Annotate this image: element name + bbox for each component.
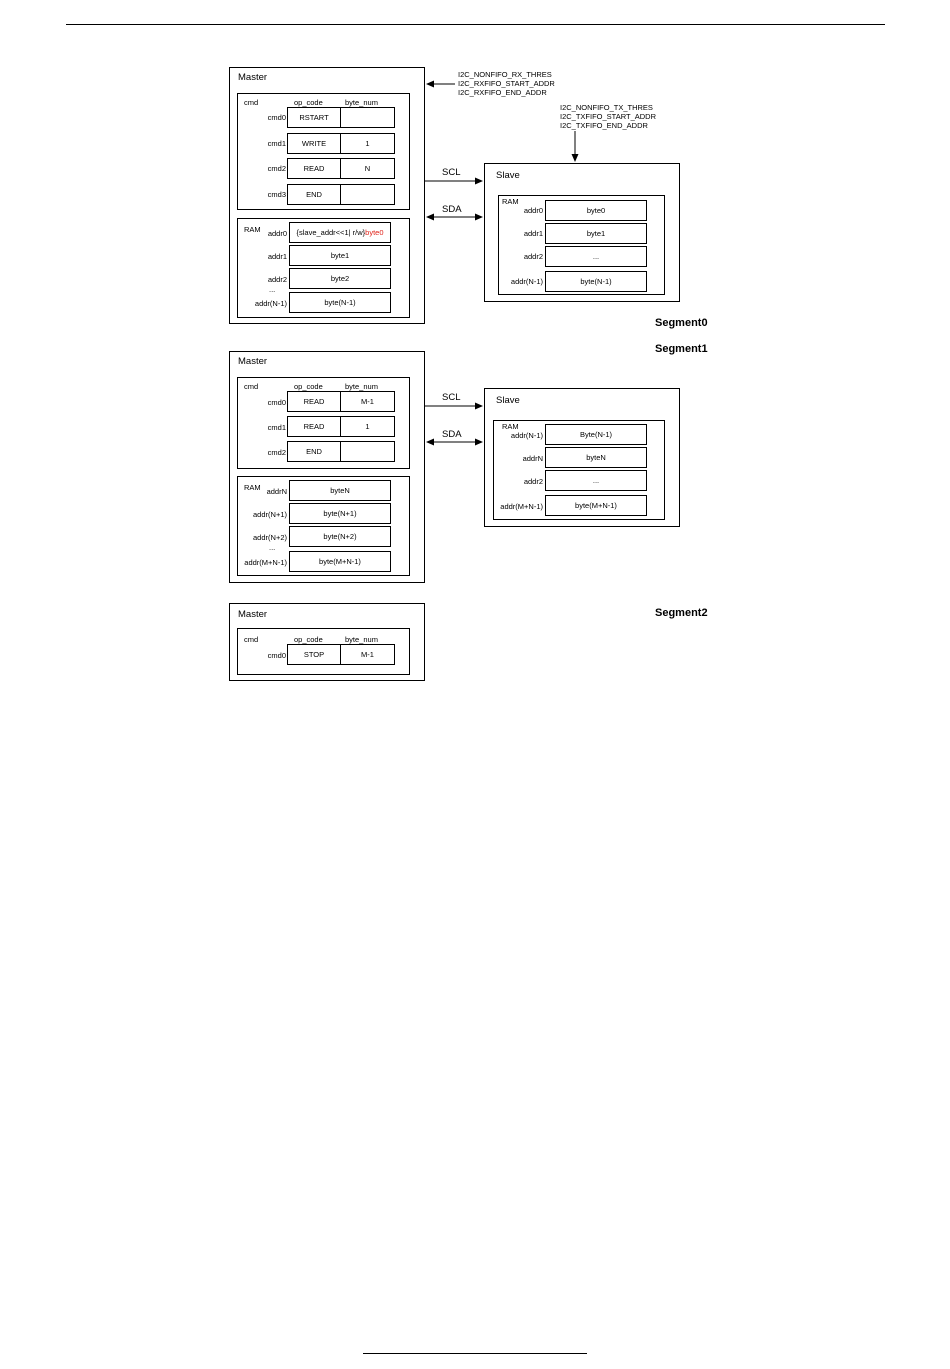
seg0-slave-ram-addr0: addr0 [523,206,543,215]
seg1-cmd1-label: cmd1 [267,423,286,432]
seg0-tx-reg-0: I2C_NONFIFO_TX_THRES [560,103,653,112]
seg0-rx-reg-1: I2C_RXFIFO_START_ADDR [458,79,555,88]
seg2-cmd0-label: cmd0 [267,651,286,660]
seg0-opcode-header: op_code [294,98,323,107]
seg0-rx-reg-2: I2C_RXFIFO_END_ADDR [458,88,547,97]
seg1-slave-ram-val2: ... [545,470,647,491]
seg1-master-ram-addr2: addr(N+2) [253,533,287,542]
seg1-master-ram-val3: byte(M+N-1) [289,551,391,572]
seg0-master-ram-val0: {slave_addr<<1| r/w} byte0 [289,222,391,243]
seg0-cmd2-num: N [340,158,395,179]
seg1-slave-ram-label: RAM [502,422,519,431]
seg0-rx-reg-0: I2C_NONFIFO_RX_THRES [458,70,552,79]
seg1-cmd1-num: 1 [340,416,395,437]
seg0-cmd1-label: cmd1 [267,139,286,148]
seg1-slave-ram-addr2: addr2 [523,477,543,486]
seg1-slave-ram-val1: byteN [545,447,647,468]
seg1-cmd-header: cmd [244,382,259,391]
seg1-cmd0-label: cmd0 [267,398,286,407]
seg1-master-ram-ellipsis: ... [269,543,276,552]
segment0-label: Segment0 [655,317,708,329]
seg0-bytenum-header: byte_num [345,98,378,107]
seg0-master-ram-val0-red: byte0 [365,228,384,237]
seg1-bytenum-header: byte_num [345,382,378,391]
seg0-scl-label: SCL [442,167,461,178]
seg2-bytenum-header: byte_num [345,635,378,644]
segment1-label: Segment1 [655,343,708,355]
seg0-master-ram-val0-text: {slave_addr<<1| r/w} [296,228,366,237]
seg0-slave-ram-addr3: addr(N-1) [510,277,543,286]
seg1-master-ram-addr3: addr(M+N-1) [244,558,287,567]
seg0-master-ram-ellipsis: ... [269,285,276,294]
seg0-slave-ram-val2: ... [545,246,647,267]
seg1-slave-ram-addr0: addr(N-1) [510,431,543,440]
seg1-master-title: Master [238,356,268,367]
seg0-cmd-header: cmd [244,98,259,107]
seg0-slave-ram-val3: byte(N-1) [545,271,647,292]
seg0-master-ram-addr1: addr1 [267,252,287,261]
seg0-cmd0-num [340,107,395,128]
seg0-cmd0-label: cmd0 [267,113,286,122]
seg1-cmd0-num: M-1 [340,391,395,412]
seg1-master-ram-val0: byteN [289,480,391,501]
seg1-slave-ram-val3: byte(M+N-1) [545,495,647,516]
seg1-master-ram-addr1: addr(N+1) [253,510,287,519]
seg0-master-ram-addr0: addr0 [267,229,287,238]
seg0-slave-ram-addr1: addr1 [523,229,543,238]
seg0-slave-ram-addr2: addr2 [523,252,543,261]
seg2-cmd-header: cmd [244,635,259,644]
seg0-cmd1-op: WRITE [287,133,341,154]
footer-rule [363,1353,587,1354]
seg1-slave-title: Slave [496,395,520,406]
seg0-tx-reg-1: I2C_TXFIFO_START_ADDR [560,112,656,121]
seg0-cmd3-num [340,184,395,205]
seg2-opcode-header: op_code [294,635,323,644]
seg1-opcode-header: op_code [294,382,323,391]
seg0-sda-label: SDA [442,204,462,215]
seg1-slave-ram-val0: Byte(N-1) [545,424,647,445]
seg0-slave-ram-val1: byte1 [545,223,647,244]
seg2-cmd0-num: M-1 [340,644,395,665]
seg1-cmd2-num [340,441,395,462]
seg0-master-ram-addr2: addr2 [267,275,287,284]
seg0-cmd0-op: RSTART [287,107,341,128]
seg0-master-ram-val3: byte(N-1) [289,292,391,313]
seg1-scl-label: SCL [442,392,461,403]
seg1-slave-ram-addr1: addrN [522,454,543,463]
seg0-master-ram-addr3: addr(N-1) [254,299,287,308]
seg0-master-ram-val2: byte2 [289,268,391,289]
seg1-slave-ram-addr3: addr(M+N-1) [500,502,543,511]
segment2-label: Segment2 [655,607,708,619]
seg2-master-title: Master [238,609,268,620]
seg0-cmd2-label: cmd2 [267,164,286,173]
seg1-master-ram-addr0: addrN [266,487,287,496]
seg0-cmd3-label: cmd3 [267,190,286,199]
seg0-master-ram-val1: byte1 [289,245,391,266]
seg0-slave-title: Slave [496,170,520,181]
header-rule [66,24,885,25]
seg0-master-ram-label: RAM [244,225,261,234]
seg0-slave-ram-val0: byte0 [545,200,647,221]
seg0-master-title: Master [238,72,268,83]
seg1-cmd2-label: cmd2 [267,448,286,457]
seg0-cmd1-num: 1 [340,133,395,154]
seg1-sda-label: SDA [442,429,462,440]
seg1-master-ram-label: RAM [244,483,261,492]
seg1-master-ram-val1: byte(N+1) [289,503,391,524]
seg1-master-ram-val2: byte(N+2) [289,526,391,547]
seg0-slave-ram-label: RAM [502,197,519,206]
seg0-tx-reg-2: I2C_TXFIFO_END_ADDR [560,121,648,130]
